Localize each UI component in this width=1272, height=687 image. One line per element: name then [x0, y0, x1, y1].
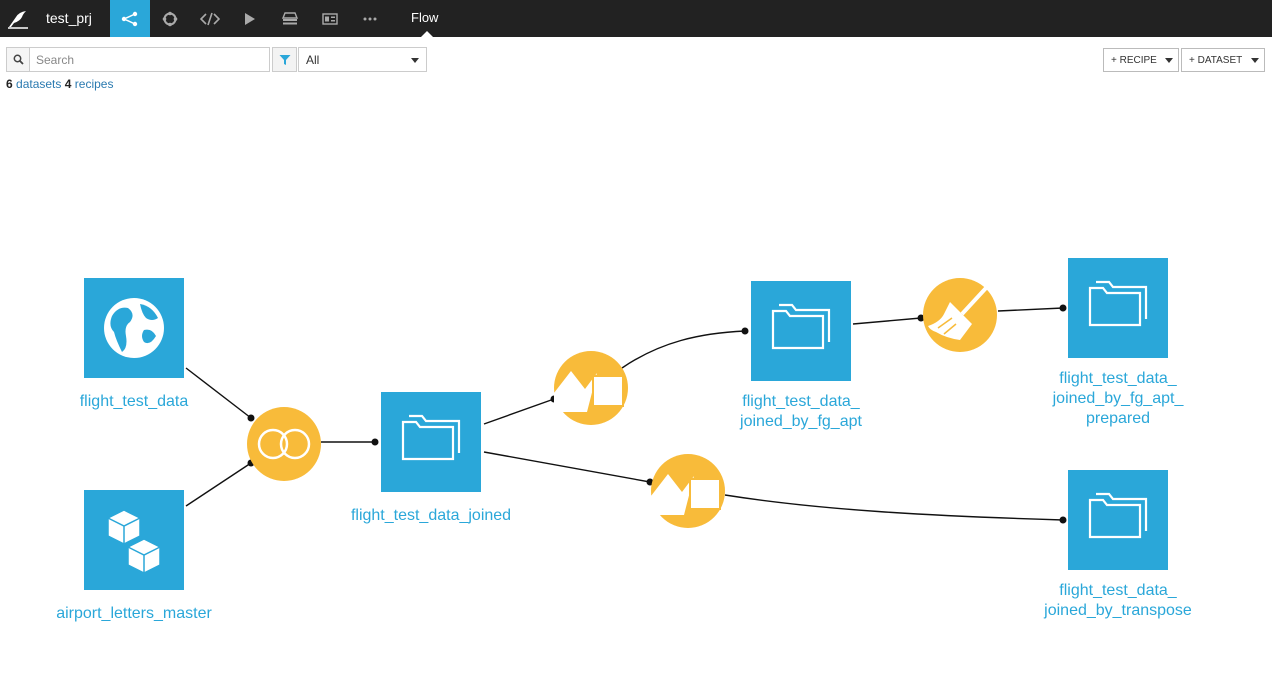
recipe-prepare[interactable] — [923, 278, 997, 352]
datasets-count: 6 — [6, 77, 13, 91]
dataset-airport-letters-master[interactable] — [84, 490, 184, 590]
dataset-flight-test-data-joined-by-transpose[interactable] — [1068, 470, 1168, 570]
dataset-label[interactable]: airport_letters_master — [56, 605, 212, 622]
add-dataset-button[interactable]: + DATASET — [1181, 48, 1265, 72]
add-dataset-label: + DATASET — [1189, 54, 1243, 66]
dataiku-logo-icon[interactable] — [0, 0, 36, 37]
add-recipe-label: + RECIPE — [1111, 54, 1157, 66]
recipes-link[interactable]: recipes — [74, 77, 114, 91]
flow-counts: 6 datasets 4 recipes — [6, 77, 113, 91]
dataset-flight-test-data[interactable] — [84, 278, 184, 378]
dataset-flight-test-data-joined[interactable] — [381, 392, 481, 492]
filter-select[interactable]: All — [298, 47, 427, 72]
dataset-flight-test-data-joined-by-fg-apt[interactable] — [751, 281, 851, 381]
chevron-down-icon — [1251, 58, 1259, 63]
dataset-label[interactable]: flight_test_data — [79, 393, 189, 410]
page-title: Flow — [411, 10, 439, 25]
dashboard-icon[interactable] — [310, 0, 350, 37]
add-recipe-button[interactable]: + RECIPE — [1103, 48, 1179, 72]
search-box — [6, 47, 270, 72]
datasets-link[interactable]: datasets — [16, 77, 62, 91]
search-icon — [7, 48, 30, 71]
chevron-down-icon — [411, 58, 419, 63]
project-name[interactable]: test_prj — [46, 10, 92, 26]
notebooks-icon[interactable] — [270, 0, 310, 37]
flow-icon[interactable] — [110, 0, 150, 37]
join-icon — [257, 428, 311, 460]
active-page-indicator — [421, 31, 433, 37]
code-icon[interactable] — [190, 0, 230, 37]
recipe-join[interactable] — [247, 407, 321, 481]
globe-icon — [104, 298, 164, 358]
cubes-icon — [107, 509, 161, 574]
recipes-count: 4 — [64, 77, 72, 91]
recipe-sync-transpose[interactable] — [650, 454, 725, 528]
search-input[interactable] — [31, 48, 269, 71]
dataset-label[interactable]: flight_test_data_joined — [350, 507, 512, 524]
more-icon[interactable] — [350, 0, 390, 37]
jobs-icon[interactable] — [150, 0, 190, 37]
dataset-label[interactable]: flight_test_data_ joined_by_transpose — [1044, 582, 1192, 619]
dataset-label[interactable]: flight_test_data_ joined_by_fg_apt_ prep… — [1052, 370, 1184, 427]
run-icon[interactable] — [230, 0, 270, 37]
recipe-sync-fg-apt[interactable] — [553, 351, 628, 425]
filter-icon[interactable] — [272, 47, 297, 72]
top-navbar: test_prj Flow — [0, 0, 1272, 37]
flow-edges — [185, 304, 1067, 524]
dataset-label[interactable]: flight_test_data_ joined_by_fg_apt — [740, 393, 862, 430]
dataset-flight-test-data-joined-by-fg-apt-prepared[interactable] — [1068, 258, 1168, 358]
filter-select-value: All — [306, 53, 320, 67]
brush-icon — [928, 286, 988, 340]
chevron-down-icon — [1165, 58, 1173, 63]
